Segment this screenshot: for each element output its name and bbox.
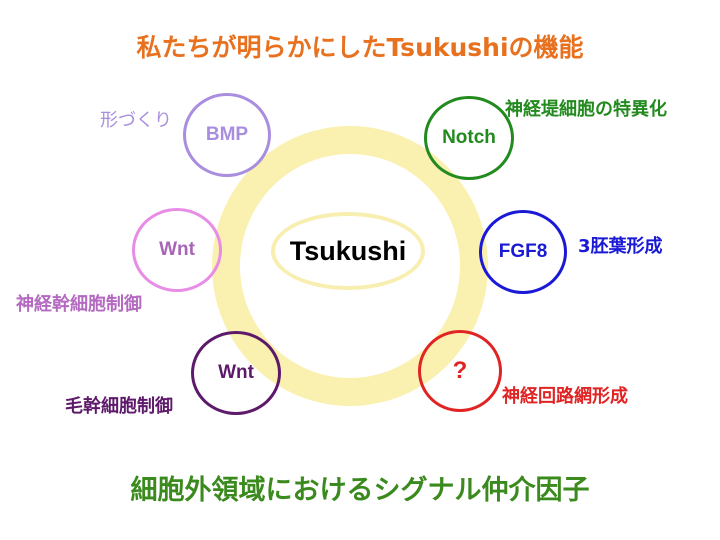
node-notch: Notch [424, 96, 514, 180]
node-label: Wnt [159, 239, 195, 260]
slide-title: 私たちが明らかにしたTsukushiの機能 [136, 33, 584, 62]
node-wnt-hair: Wnt [191, 331, 281, 415]
node-fgf8: FGF8 [479, 210, 567, 294]
node-label: ? [452, 357, 468, 384]
node-label: Wnt [218, 362, 254, 383]
node-label: FGF8 [498, 241, 548, 262]
function-label-fgf8: 3胚葉形成 [578, 236, 663, 257]
function-label-wnt-hair: 毛幹細胞制御 [65, 396, 173, 417]
function-label-wnt-neural: 神経幹細胞制御 [16, 294, 142, 315]
center-label: Tsukushi [289, 235, 407, 266]
center-ellipse: Tsukushi [271, 212, 425, 290]
node-bmp: BMP [183, 93, 271, 177]
node-wnt-neural: Wnt [132, 208, 222, 292]
node-label: Notch [442, 127, 496, 148]
function-label-bmp: 形づくり [100, 110, 172, 131]
function-label-notch: 神経堤細胞の特異化 [505, 99, 667, 120]
node-label: BMP [205, 124, 249, 145]
function-label-unknown: 神経回路網形成 [502, 386, 628, 407]
node-unknown: ? [418, 330, 502, 412]
slide-footer: 細胞外領域におけるシグナル仲介因子 [130, 475, 590, 506]
